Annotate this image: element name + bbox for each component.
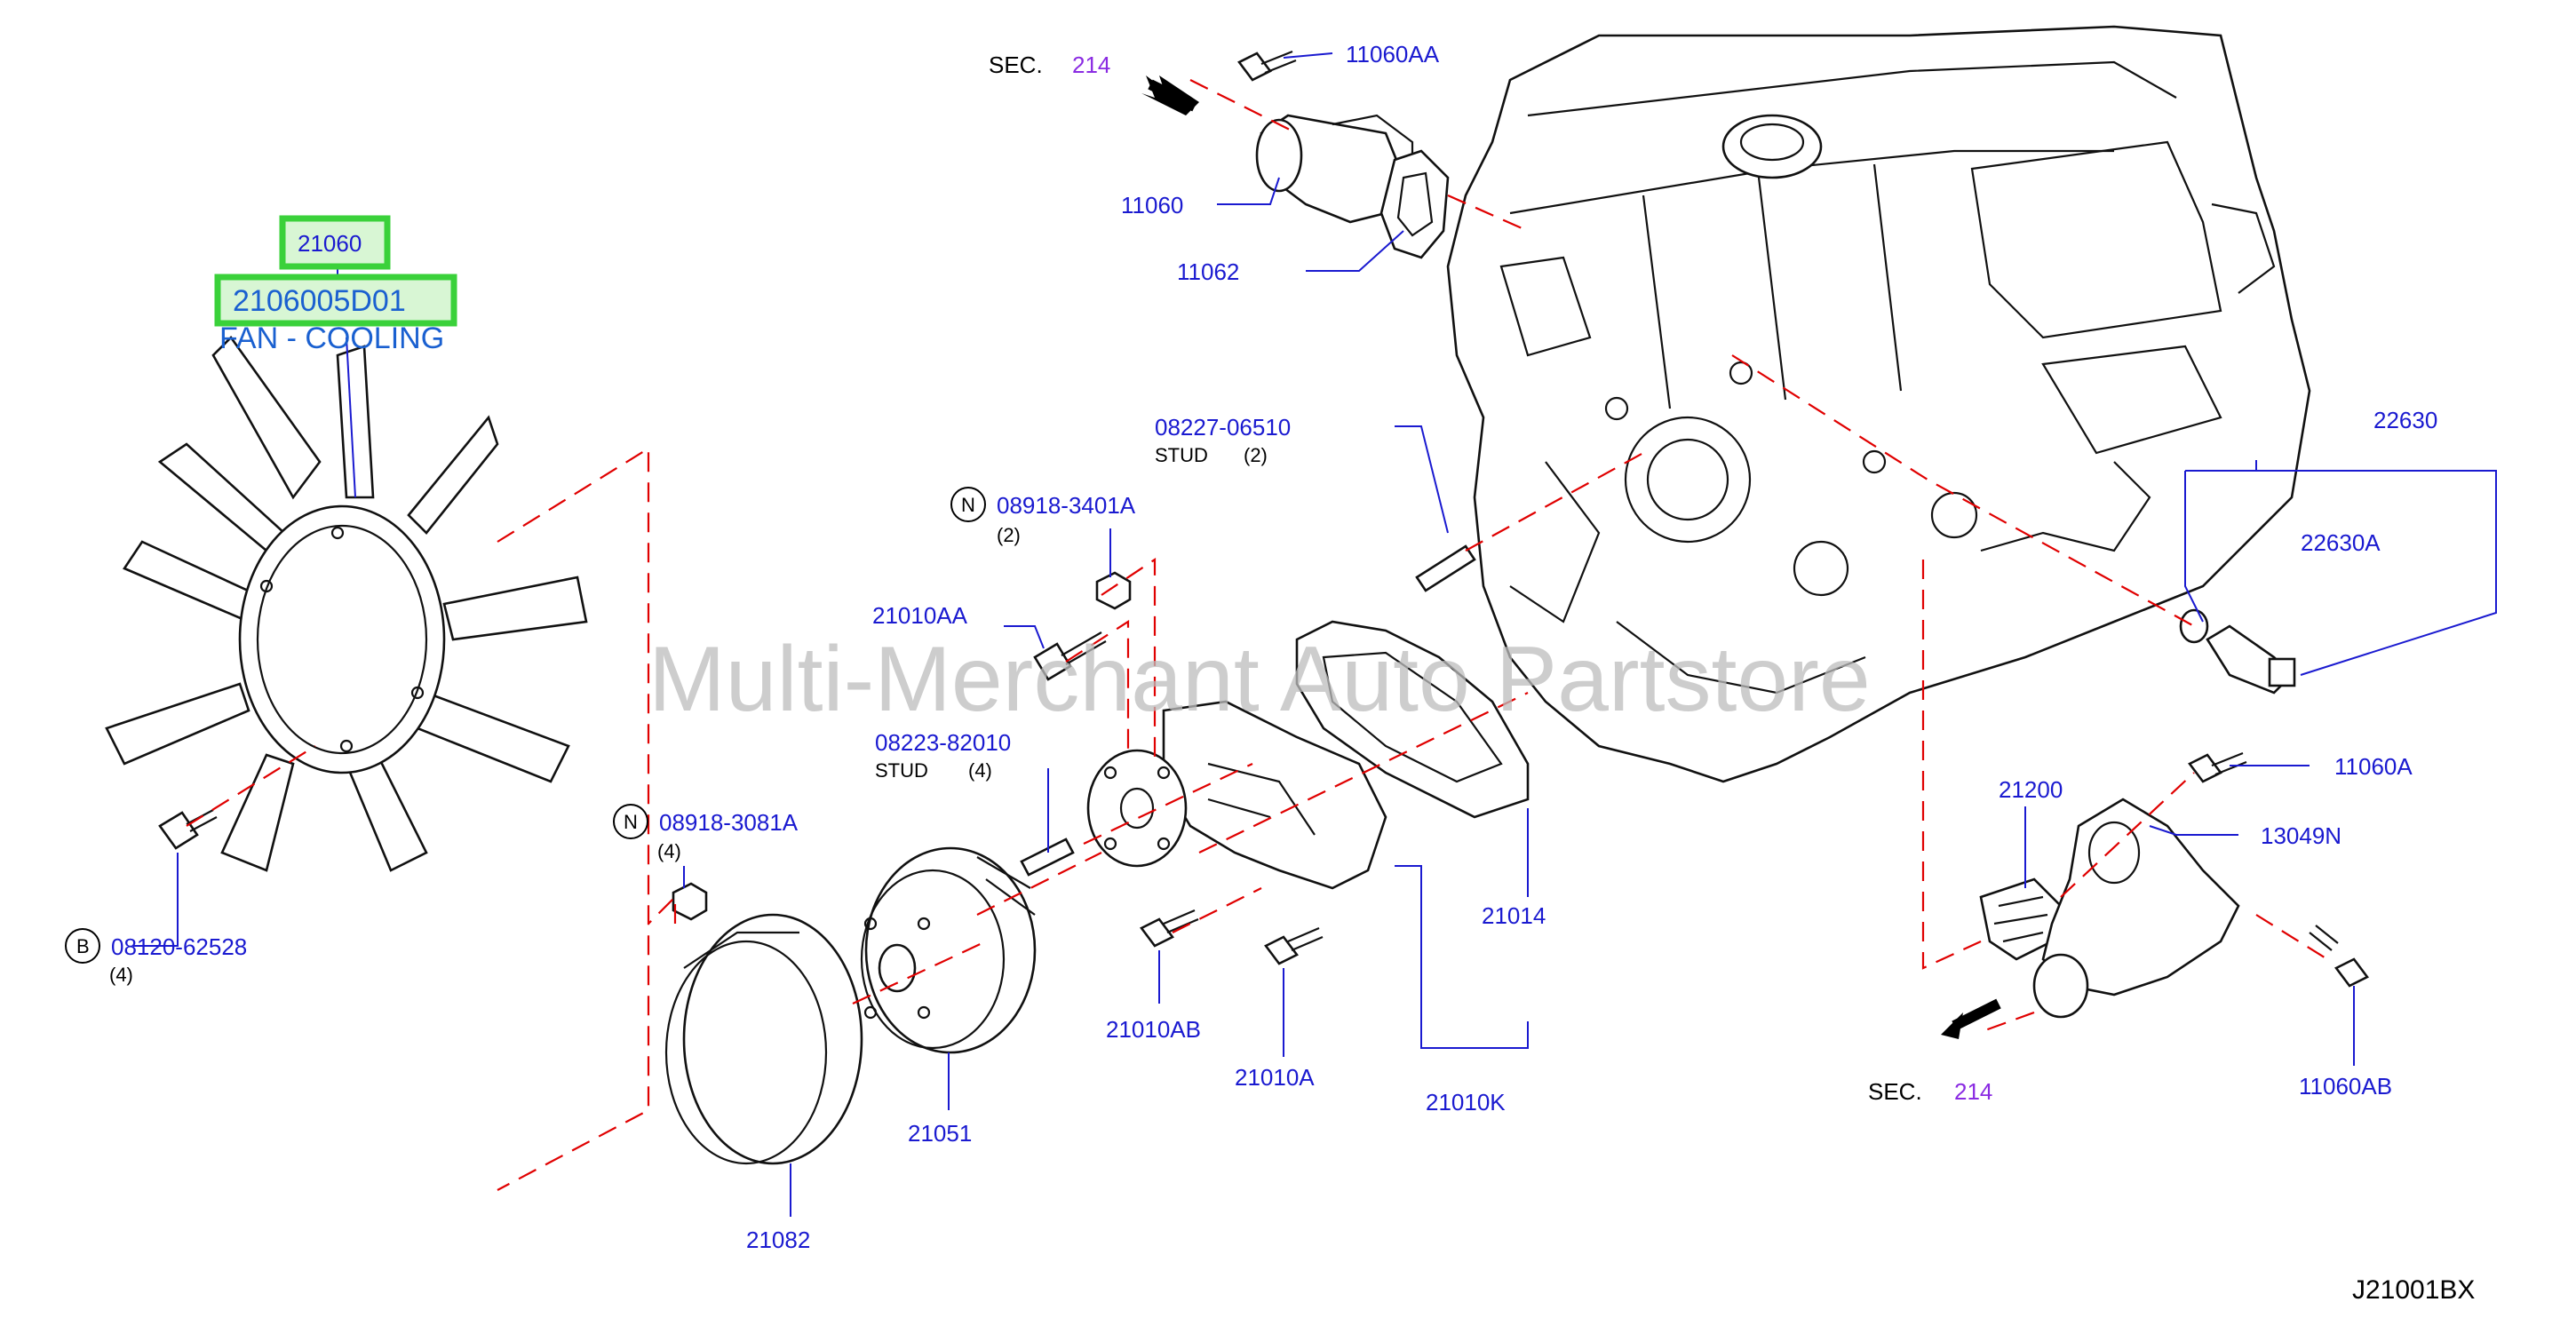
callout-11060a[interactable]: 11060A xyxy=(2334,753,2413,780)
n-symbol-1-letter: N xyxy=(961,494,975,516)
highlighted-part-callout[interactable]: 21060 2106005D01 FAN - COOLING xyxy=(214,215,457,355)
callout-21010ab[interactable]: 21010AB xyxy=(1106,1016,1201,1043)
b-symbol-1-letter: B xyxy=(76,935,90,957)
part-number-highlight-box xyxy=(214,274,457,327)
callout-08223-82010[interactable]: 08223-82010 xyxy=(875,729,1011,756)
callout-08223-note: STUD xyxy=(875,759,928,782)
part-description-label: FAN - COOLING xyxy=(219,322,444,355)
stud-82010-part xyxy=(1020,838,1075,877)
n-symbol-1: N xyxy=(950,487,986,522)
nut-3401a-part xyxy=(1095,571,1132,610)
diagram-code: J21001BX xyxy=(2352,1275,2475,1305)
pulley-part xyxy=(860,846,1037,1054)
callout-11062[interactable]: 11062 xyxy=(1177,258,1239,285)
callout-22630[interactable]: 22630 xyxy=(2373,407,2437,433)
callout-08918-3081a-qty: (4) xyxy=(657,840,681,862)
sec-number-top[interactable]: 214 xyxy=(1072,52,1110,78)
cooling-fan-part xyxy=(105,335,588,872)
sec-arrow-bottom xyxy=(1941,998,2001,1039)
nut-3081a-part xyxy=(672,882,708,921)
bolt-11060ab-part xyxy=(2309,925,2369,988)
n-symbol-2-letter: N xyxy=(624,811,638,833)
callout-11060ab[interactable]: 11060AB xyxy=(2299,1073,2392,1100)
bolt-11060aa-part xyxy=(1237,50,1297,82)
sec-number-bottom[interactable]: 214 xyxy=(1954,1078,1992,1105)
leader-lines xyxy=(133,52,2497,1217)
callout-21010aa[interactable]: 21010AA xyxy=(872,602,968,629)
callout-22630a[interactable]: 22630A xyxy=(2301,529,2381,556)
callout-21010k[interactable]: 21010K xyxy=(1426,1089,1506,1116)
engine-block xyxy=(1446,25,2311,783)
water-pump-part xyxy=(1086,700,1387,890)
callout-21010a[interactable]: 21010A xyxy=(1235,1064,1315,1091)
callout-11060aa[interactable]: 11060AA xyxy=(1346,41,1440,67)
callout-21200[interactable]: 21200 xyxy=(1999,776,2063,803)
thermostat-housing-part xyxy=(2032,798,2240,1019)
sec-arrow-top xyxy=(1141,75,1199,115)
callout-21014[interactable]: 21014 xyxy=(1482,902,1546,929)
sec-prefix-top: SEC. xyxy=(989,52,1043,78)
callout-08120-62528[interactable]: 08120-62528 xyxy=(111,933,247,960)
b-symbol-1: B xyxy=(65,928,100,964)
callout-21082[interactable]: 21082 xyxy=(746,1227,810,1253)
fan-bolt-part xyxy=(158,809,218,850)
stud-06510-part xyxy=(1415,544,1476,592)
callout-08918-3081a[interactable]: 08918-3081A xyxy=(659,809,799,836)
callout-08918-3401a-qty: (2) xyxy=(997,524,1021,546)
bolt-11060a-part xyxy=(2188,751,2247,783)
callout-08918-3401a[interactable]: 08918-3401A xyxy=(997,492,1136,519)
bolt-21010aa-part xyxy=(1033,631,1107,681)
callout-21051[interactable]: 21051 xyxy=(908,1120,972,1147)
bolt-21010ab-part xyxy=(1140,909,1199,948)
callout-08120-qty: (4) xyxy=(109,964,133,986)
water-outlet-part xyxy=(1255,114,1414,224)
outlet-gasket-part xyxy=(1379,149,1450,259)
part-number-label[interactable]: 2106005D01 xyxy=(233,284,406,318)
callout-11060[interactable]: 11060 xyxy=(1121,192,1183,218)
bolt-21010a-part xyxy=(1264,926,1324,965)
assembly-lines xyxy=(186,79,2328,1191)
callout-08227-note: STUD xyxy=(1155,444,1208,466)
callout-13049n[interactable]: 13049N xyxy=(2261,822,2341,849)
callout-08227-06510[interactable]: 08227-06510 xyxy=(1155,414,1291,441)
callout-highlight-box xyxy=(279,215,391,270)
pump-gasket-part xyxy=(1295,620,1530,819)
sec-prefix-bottom: SEC. xyxy=(1868,1078,1922,1105)
callout-21060[interactable]: 21060 xyxy=(298,230,362,257)
callout-08227-qty: (2) xyxy=(1244,444,1268,466)
fan-clutch-part xyxy=(664,913,863,1165)
watermark: Multi-Merchant Auto Partstore xyxy=(648,628,1871,731)
washer-22630a-part xyxy=(2179,608,2209,644)
callout-08223-qty: (4) xyxy=(968,759,992,782)
n-symbol-2: N xyxy=(613,804,648,839)
temp-sensor-part xyxy=(2206,624,2296,695)
